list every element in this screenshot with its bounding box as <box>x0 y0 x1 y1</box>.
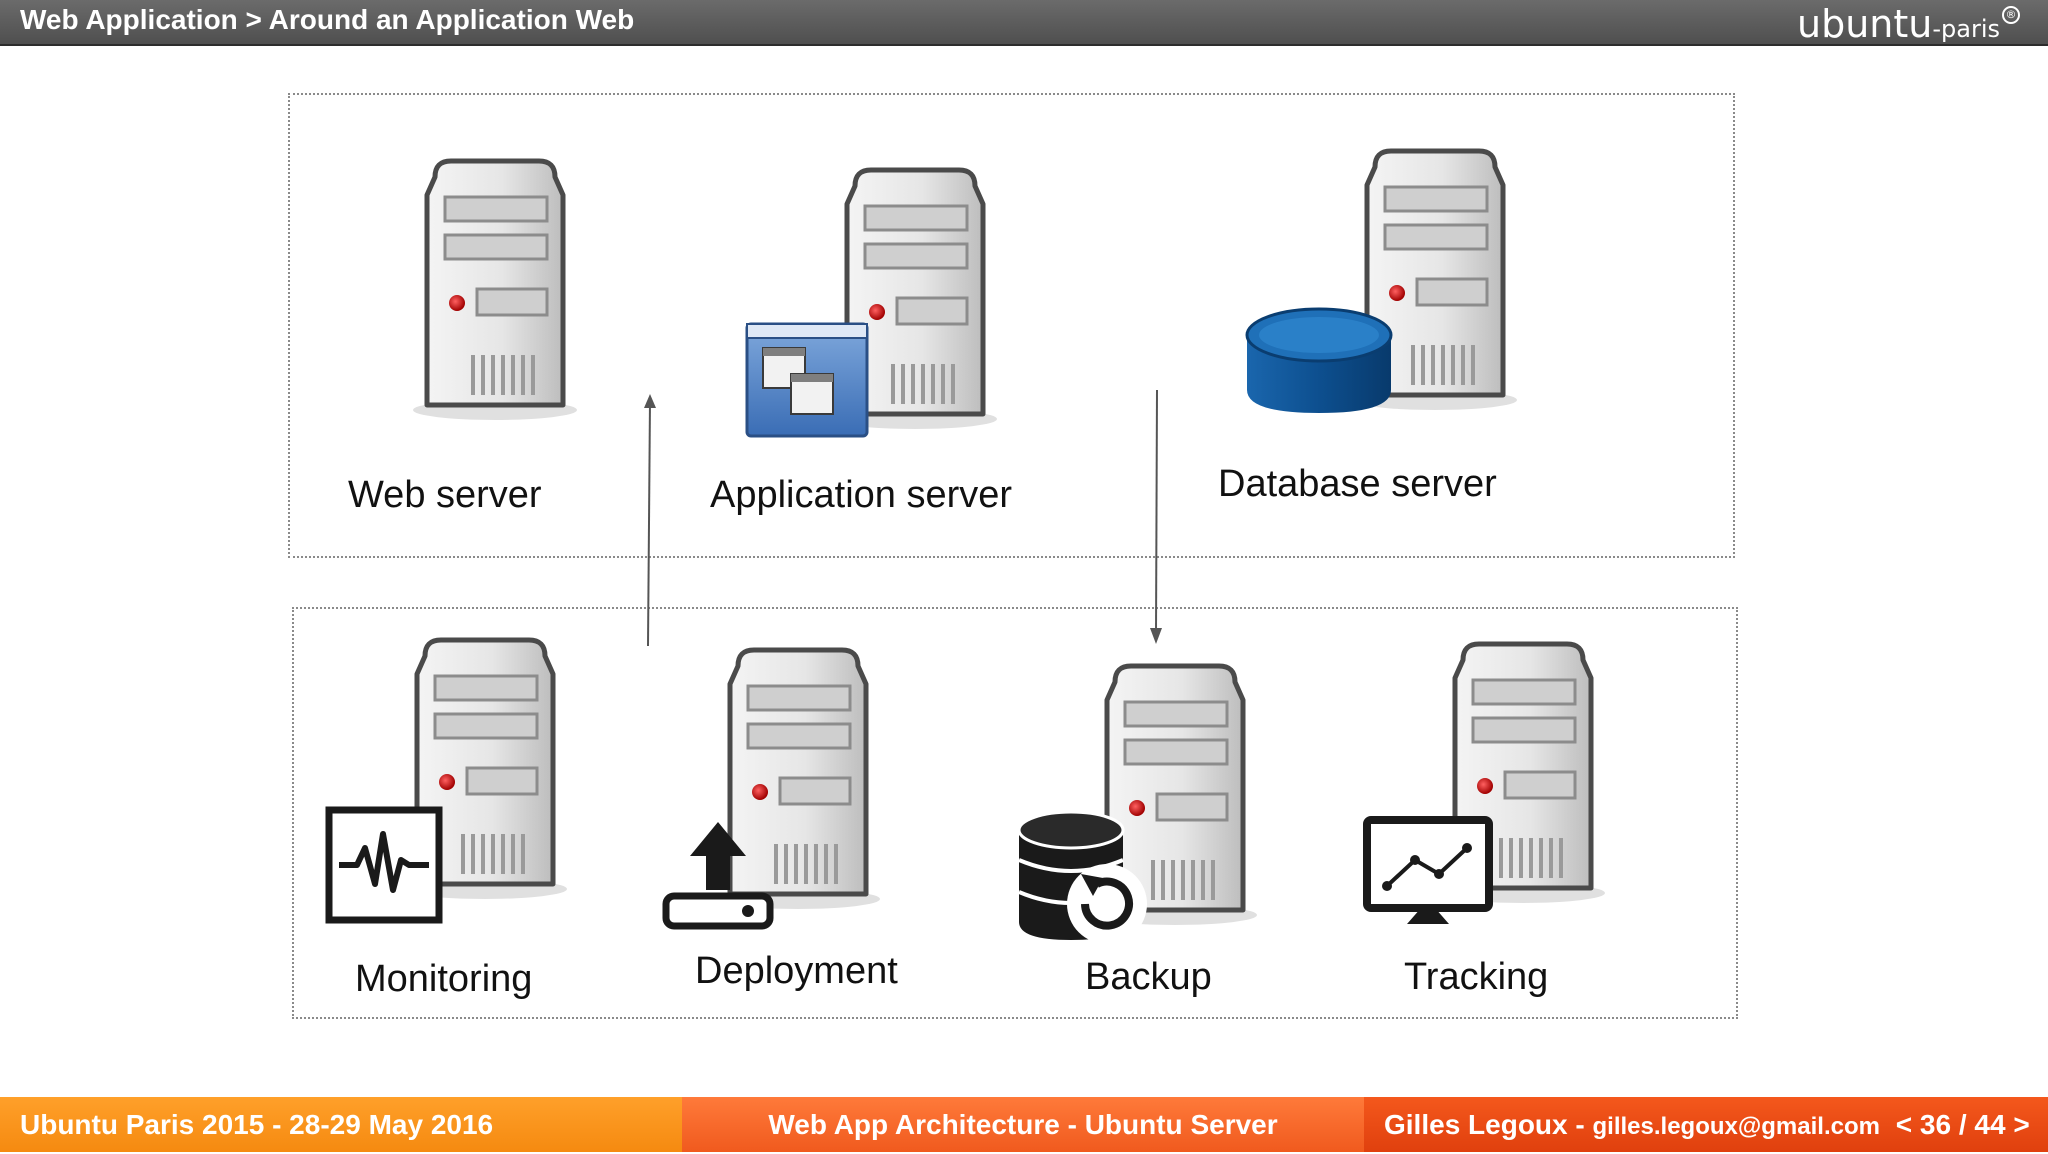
logo-main-text: ubuntu <box>1797 2 1933 46</box>
web-server-icon <box>410 155 590 425</box>
next-slide-button[interactable]: > <box>2013 1109 2030 1140</box>
bottom-group-box <box>292 607 1738 1019</box>
page-separator: / <box>1958 1109 1967 1140</box>
ubuntu-paris-logo: ubuntu-paris® <box>1797 2 2020 46</box>
footer-separator: - <box>1567 1109 1593 1140</box>
tracking-label: Tracking <box>1404 956 1549 998</box>
footer-author-block: Gilles Legoux - gilles.legoux@gmail.com … <box>1364 1097 2048 1152</box>
application-server-icon <box>745 164 1015 438</box>
monitoring-icon <box>325 634 595 924</box>
page-total: 44 <box>1974 1109 2006 1140</box>
heartbeat-monitor-icon <box>325 806 443 924</box>
monitoring-label: Monitoring <box>355 958 533 1000</box>
database-cylinder-icon <box>1245 307 1393 413</box>
backup-icon <box>1017 660 1275 944</box>
footer-event: Ubuntu Paris 2015 - 28-29 May 2016 <box>0 1097 682 1152</box>
logo-registered-mark: ® <box>2002 6 2020 24</box>
database-server-label: Database server <box>1218 463 1497 505</box>
database-restore-icon <box>1017 810 1147 944</box>
deployment-icon <box>662 644 900 930</box>
slide-title: Web Application > Around an Application … <box>20 4 635 35</box>
logo-sub-text: -paris <box>1932 15 2000 43</box>
slide-footer: Ubuntu Paris 2015 - 28-29 May 2016 Web A… <box>0 1097 2048 1152</box>
tracking-icon <box>1363 638 1653 924</box>
footer-email: gilles.legoux@gmail.com <box>1592 1113 1880 1140</box>
backup-label: Backup <box>1085 956 1212 998</box>
top-group-box <box>288 93 1735 558</box>
arrow-down-connector <box>1150 389 1162 644</box>
slide-header: Web Application > Around an Application … <box>0 0 2048 46</box>
page-current: 36 <box>1919 1109 1952 1140</box>
prev-slide-button[interactable]: < <box>1895 1109 1913 1140</box>
web-server-label: Web server <box>348 474 542 516</box>
upload-icon <box>662 822 774 930</box>
footer-author: Gilles Legoux <box>1384 1109 1568 1140</box>
application-server-label: Application server <box>710 474 1013 516</box>
footer-talk-title: Web App Architecture - Ubuntu Server <box>682 1097 1364 1152</box>
chart-monitor-icon <box>1363 816 1493 924</box>
deployment-label: Deployment <box>695 950 898 992</box>
window-icon <box>745 322 869 438</box>
database-server-icon <box>1245 145 1525 413</box>
arrow-up-connector <box>644 394 656 647</box>
